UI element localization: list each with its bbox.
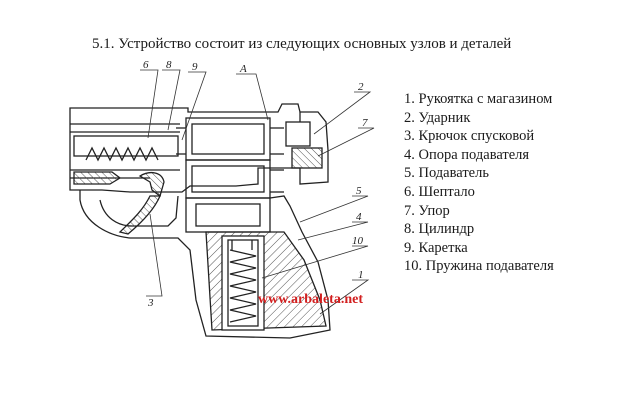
callout-7: 7 xyxy=(362,117,368,129)
callout-8: 8 xyxy=(166,59,172,71)
parts-list-item: 4. Опора подавателя xyxy=(404,146,530,163)
parts-list-item: 10. Пружина подавателя xyxy=(404,258,554,275)
parts-list-item: 9. Каретка xyxy=(404,239,468,256)
parts-list: 1. Рукоятка с магазином 2. Ударник 3. Кр… xyxy=(404,90,554,276)
callout-5: 5 xyxy=(356,185,362,197)
figure-caption: 5.1. Устройство состоит из следующих осн… xyxy=(92,36,512,52)
frame-outline xyxy=(79,190,331,339)
parts-list-item: 6. Шептало xyxy=(404,183,475,200)
callout-10: 10 xyxy=(352,235,364,247)
callout-4: 4 xyxy=(356,211,362,223)
callout-1: 1 xyxy=(358,269,364,281)
callout-9: 9 xyxy=(192,61,198,73)
parts-list-item: 1. Рукоятка с магазином xyxy=(404,91,553,107)
parts-list-item: 2. Ударник xyxy=(404,109,471,126)
parts-list-item: 8. Цилиндр xyxy=(404,221,475,238)
parts-list-item: 5. Подаватель xyxy=(404,165,489,182)
parts-list-item: 7. Упор xyxy=(404,202,450,219)
callout-2: 2 xyxy=(358,81,364,93)
slide-outline xyxy=(69,103,329,193)
callout-6: 6 xyxy=(143,59,149,71)
watermark-link: www.arbaleta.net xyxy=(258,292,363,307)
parts-list-item: 3. Крючок спусковой xyxy=(404,128,535,145)
cylinder-lower xyxy=(185,197,271,233)
callout-a: А xyxy=(239,63,247,75)
callout-3: 3 xyxy=(147,297,154,309)
